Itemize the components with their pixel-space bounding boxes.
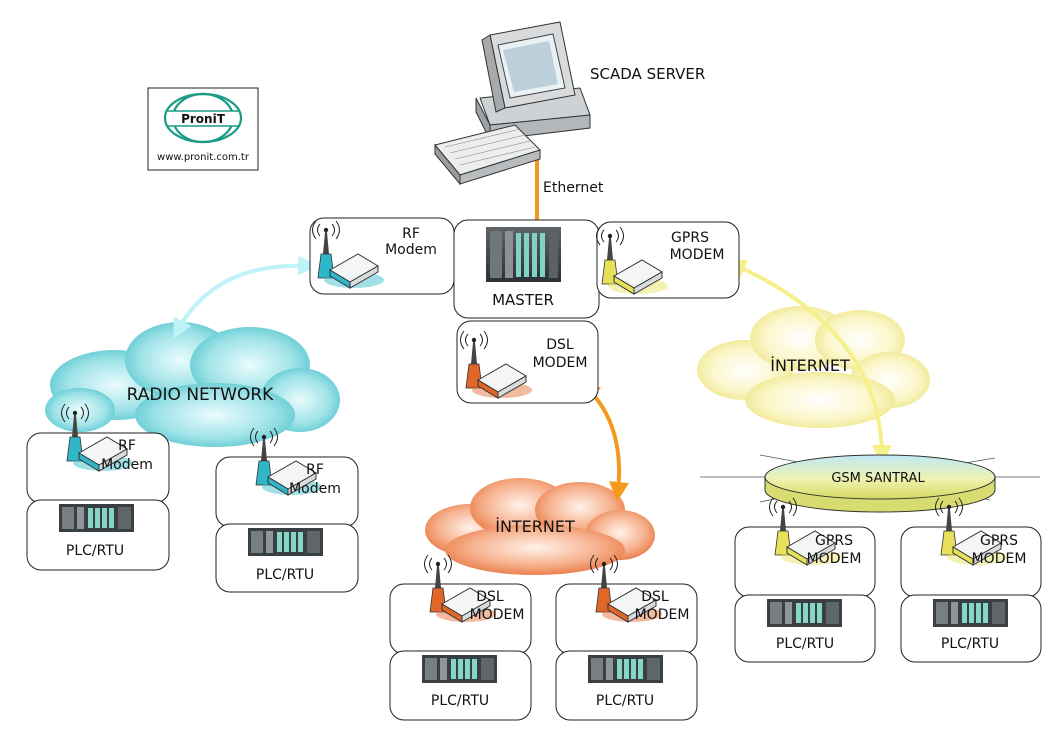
master-rf-modem-icon [312, 220, 384, 289]
rtu-gprs1-group [734, 497, 876, 663]
rtu-rf1-group [26, 403, 170, 571]
rtu-dsl2-plc-label: PLC/RTU [596, 693, 654, 709]
logo-url: www.pronit.com.tr [157, 152, 250, 163]
master-gprs-label-2: MODEM [670, 247, 725, 263]
rtu-dsl2-group [555, 554, 698, 721]
rtu-rf2-group [215, 427, 359, 593]
rtu-dsl1-plc-label: PLC/RTU [431, 693, 489, 709]
rtu-gprs2-label-1: GPRS [980, 533, 1018, 549]
rtu-rf1-label-2: Modem [101, 457, 153, 473]
rtu-rf2-label-2: Modem [289, 481, 341, 497]
master-plc-image [486, 227, 561, 282]
rtu-dsl2-label-1: DSL [641, 589, 669, 605]
master-gprs-modem-icon [596, 226, 668, 295]
rtu-gprs1-plc-label: PLC/RTU [776, 636, 834, 652]
master-rf-label-1: RF [402, 226, 420, 242]
rtu-gprs1-modem-icon [769, 497, 841, 566]
master-dsl-label-2: MODEM [533, 355, 588, 371]
rtu-dsl1-label-2: MODEM [470, 607, 525, 623]
rtu-gprs1-label-2: MODEM [807, 551, 862, 567]
rtu-gprs2-label-2: MODEM [972, 551, 1027, 567]
ethernet-label: Ethernet [543, 180, 604, 196]
gprs-link-arrow [725, 259, 892, 465]
rtu-gprs2-plc-label: PLC/RTU [941, 636, 999, 652]
rtu-gprs2-modem-icon [935, 497, 1007, 566]
master-rf-label-2: Modem [385, 242, 437, 258]
rtu-dsl2-plc-image [588, 655, 663, 683]
logo-brand: ProniT [181, 112, 226, 126]
rtu-gprs2-plc-image [933, 599, 1008, 627]
rtu-gprs2-group [900, 497, 1042, 663]
radio-network-label: RADIO NETWORK [127, 385, 274, 405]
master-label: MASTER [492, 291, 554, 309]
rtu-rf2-plc-image [248, 528, 323, 556]
rtu-rf1-modem-icon [61, 403, 133, 472]
rf-link-arrow [173, 255, 318, 339]
rtu-rf2-modem-icon [250, 427, 322, 496]
rtu-rf1-plc-label: PLC/RTU [66, 543, 124, 559]
rtu-dsl1-label-1: DSL [476, 589, 504, 605]
rtu-dsl1-plc-image [422, 655, 497, 683]
rtu-dsl2-modem-icon [590, 554, 662, 623]
rtu-rf1-plc-image [59, 504, 134, 532]
master-gprs-label-1: GPRS [671, 230, 709, 246]
rtu-dsl1-group [389, 554, 532, 721]
internet-gprs-label: İNTERNET [770, 356, 850, 375]
rtu-dsl1-modem-icon [424, 554, 496, 623]
master-dsl-modem-icon [460, 330, 532, 399]
master-dsl-label-1: DSL [546, 337, 574, 353]
internet-dsl-label: İNTERNET [495, 517, 575, 536]
pronit-logo: ProniT www.pronit.com.tr [147, 87, 259, 171]
rtu-dsl2-label-2: MODEM [635, 607, 690, 623]
rtu-gprs1-label-1: GPRS [815, 533, 853, 549]
gsm-santral-label: GSM SANTRAL [831, 471, 925, 486]
rtu-rf1-label-1: RF [118, 438, 136, 454]
rtu-rf2-label-1: RF [306, 462, 324, 478]
rtu-rf2-plc-label: PLC/RTU [256, 567, 314, 583]
scada-server-computer [434, 21, 591, 186]
rtu-gprs1-plc-image [767, 599, 842, 627]
scada-server-label: SCADA SERVER [590, 65, 705, 83]
dsl-link-arrow [579, 381, 629, 502]
radio-network-cloud [45, 322, 340, 447]
